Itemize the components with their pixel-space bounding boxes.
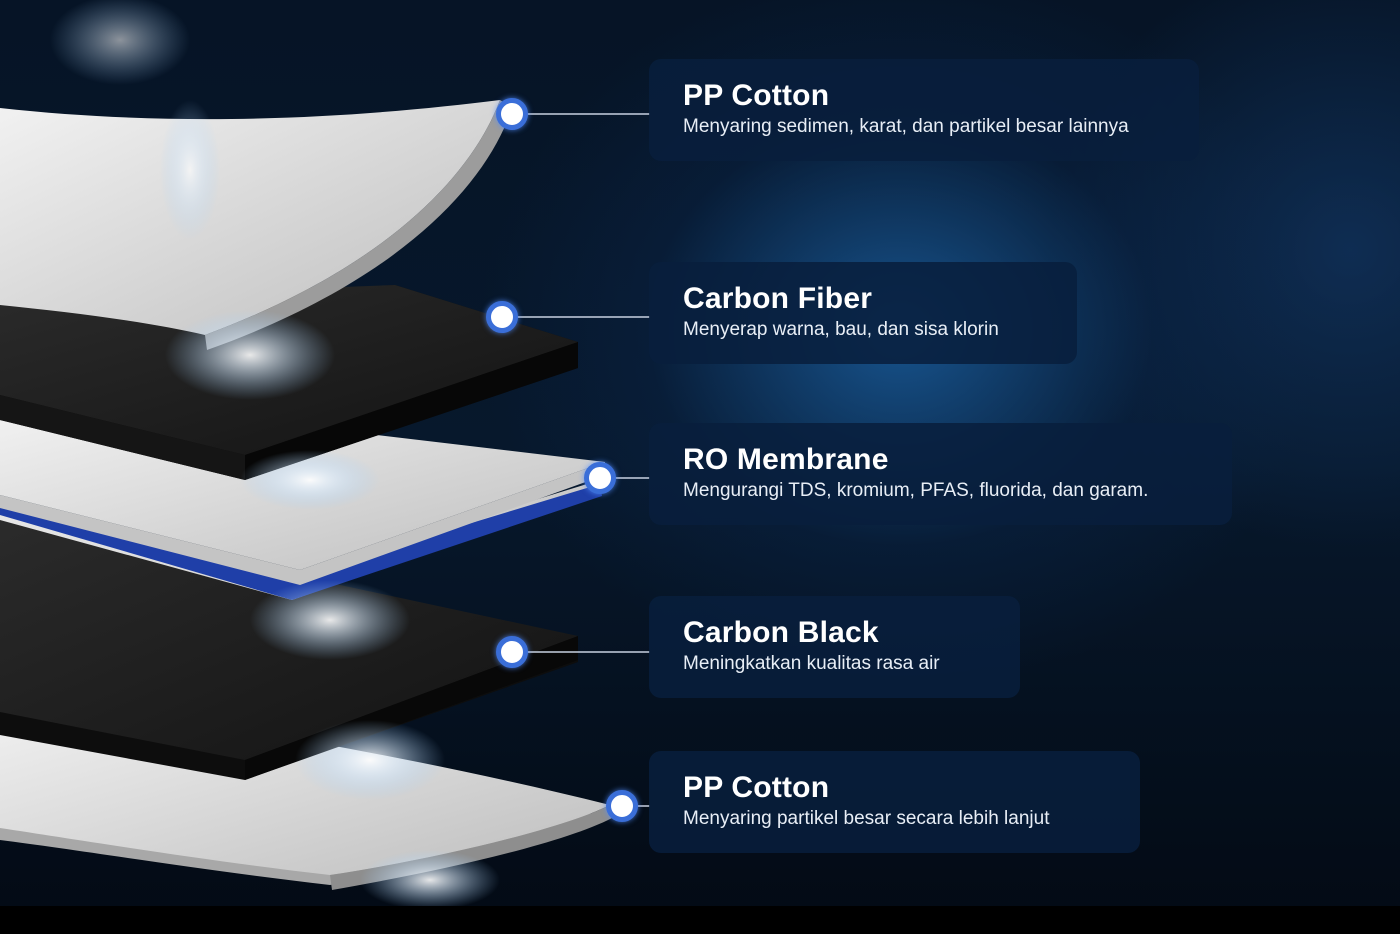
layer-marker-1 <box>496 98 528 130</box>
leader-line-4 <box>512 651 650 653</box>
layer-description: Menyerap warna, bau, dan sisa klorin <box>683 319 999 340</box>
layer-title: Carbon Fiber <box>683 282 873 315</box>
leader-line-2 <box>502 316 650 318</box>
layer-description: Menyaring partikel besar secara lebih la… <box>683 808 1050 829</box>
layer-title: RO Membrane <box>683 443 889 476</box>
layer-card-5: PP Cotton Menyaring partikel besar secar… <box>649 751 1140 853</box>
layer-marker-3 <box>584 462 616 494</box>
layer-card-4: Carbon Black Meningkatkan kualitas rasa … <box>649 596 1020 698</box>
layer-description: Meningkatkan kualitas rasa air <box>683 653 940 674</box>
layer-marker-4 <box>496 636 528 668</box>
layer-marker-5 <box>606 790 638 822</box>
layer-description: Menyaring sedimen, karat, dan partikel b… <box>683 116 1129 137</box>
layer-card-2: Carbon Fiber Menyerap warna, bau, dan si… <box>649 262 1077 364</box>
layer-card-1: PP Cotton Menyaring sedimen, karat, dan … <box>649 59 1199 161</box>
layer-title: PP Cotton <box>683 771 830 804</box>
bottom-strip <box>0 906 1400 934</box>
layer-title: Carbon Black <box>683 616 879 649</box>
water-splash <box>50 0 500 910</box>
layer-title: PP Cotton <box>683 79 830 112</box>
leader-line-1 <box>512 113 650 115</box>
layer-card-3: RO Membrane Mengurangi TDS, kromium, PFA… <box>649 423 1232 525</box>
layer-description: Mengurangi TDS, kromium, PFAS, fluorida,… <box>683 480 1149 501</box>
layer-marker-2 <box>486 301 518 333</box>
leader-line-3 <box>600 477 650 479</box>
